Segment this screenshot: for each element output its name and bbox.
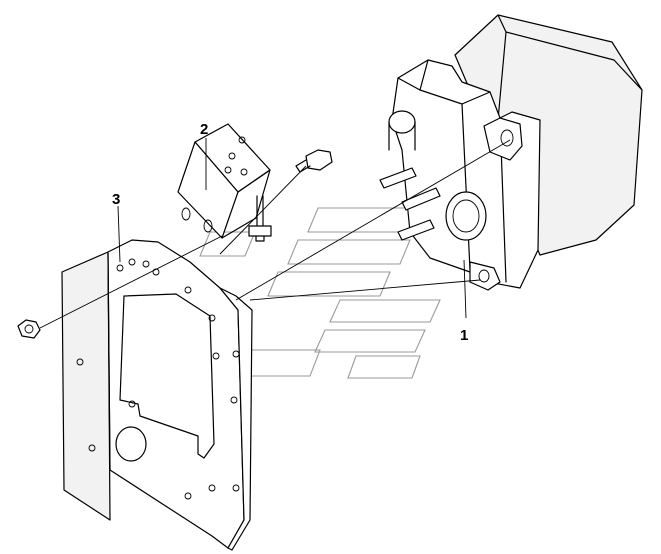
leader-lines [117,138,467,319]
bolt-vertical [248,195,272,242]
hex-nut [17,319,41,339]
callout-2: 2 [200,121,208,138]
part-1-motor-housing [388,14,643,291]
watermark-logo [199,207,441,379]
callout-3: 3 [112,191,120,208]
part-2-angle-bracket [177,123,271,239]
assembly-lines [39,139,511,329]
guide-pins [379,167,441,241]
callout-1: 1 [460,327,468,344]
bolt-horizontal [295,149,333,173]
part-3-support-plate [61,239,253,551]
